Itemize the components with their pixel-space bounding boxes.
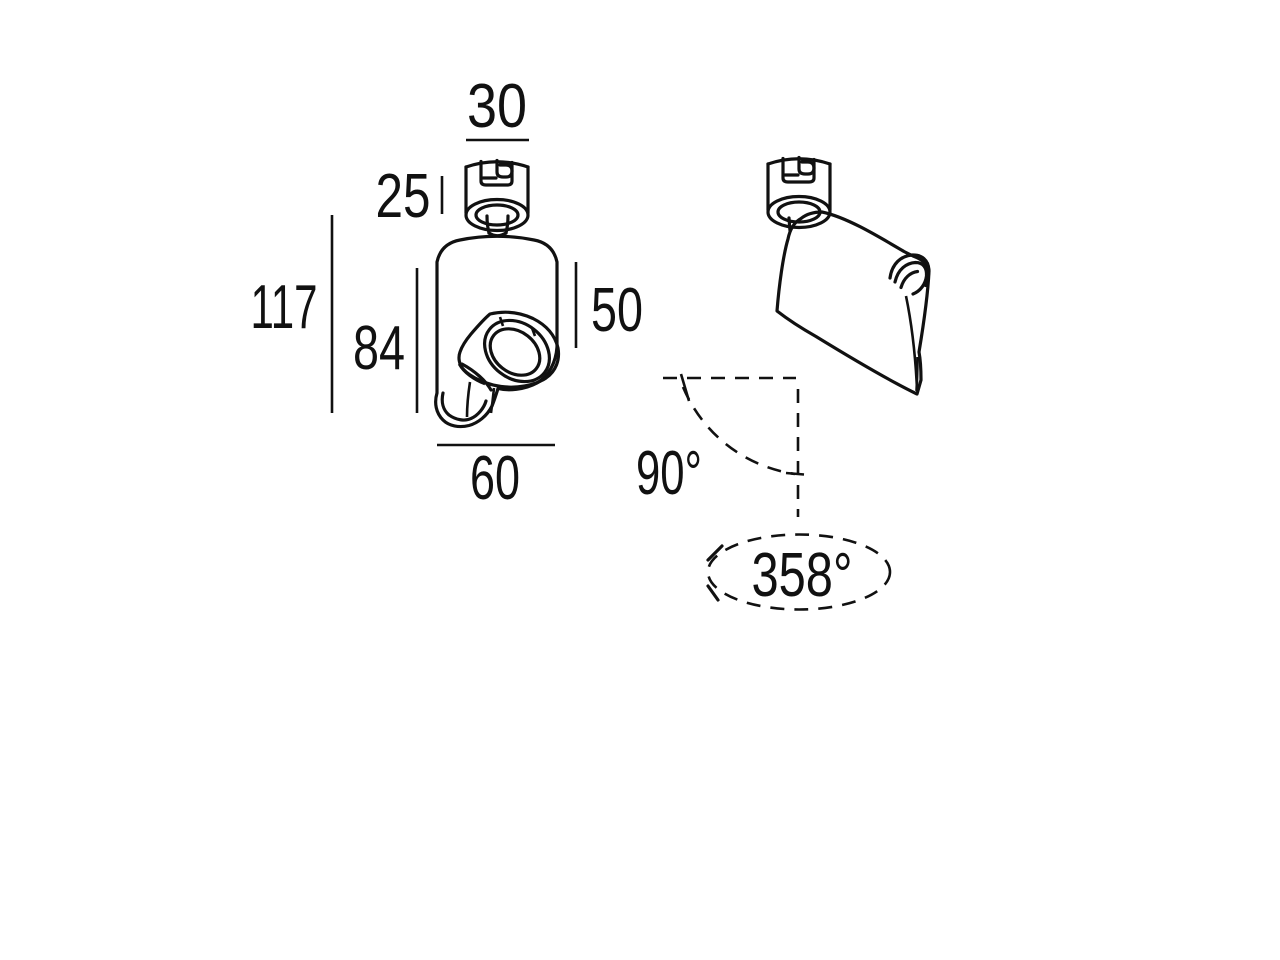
rotation-arrow-upper-barb <box>706 544 724 562</box>
lens-rim-step <box>457 363 486 386</box>
dim-adapter-height: 25 <box>376 162 444 231</box>
rotation-dashed-ellipse <box>706 533 892 611</box>
dim-adapter-height-label: 25 <box>376 162 431 231</box>
side-lens-arc-middle <box>893 260 929 296</box>
front-stem-cap <box>487 231 508 238</box>
dim-body-diameter: 60 <box>437 443 555 513</box>
dim-overall-height-label: 117 <box>251 273 318 342</box>
tilt-angle-label: 90° <box>636 439 702 508</box>
fixture-body-side <box>775 210 931 396</box>
lens-notch-left <box>498 316 505 327</box>
dim-adapter-width-label: 30 <box>467 72 527 141</box>
dim-overall-height: 117 <box>251 215 334 413</box>
tilt-angle-diagram: 90° <box>636 373 805 517</box>
tilt-arc-end-tick <box>785 471 805 476</box>
rotation-arrow-lower-barb <box>706 584 720 602</box>
body-side-crease <box>904 295 919 390</box>
tilt-arc-dashed <box>681 386 796 476</box>
dim-adapter-width: 30 <box>466 72 529 142</box>
tilt-arc-start-tick <box>679 373 691 402</box>
cut-rim <box>440 362 493 422</box>
lamp-barrel-left-edge <box>465 381 472 418</box>
side-lens-detail <box>888 253 931 296</box>
dim-head-height-label: 50 <box>591 276 643 345</box>
side-lens-arc-inner <box>899 269 920 290</box>
lamp-barrel-right-edge <box>489 387 496 414</box>
dim-body-height-label: 84 <box>353 314 405 383</box>
front-view: 30 25 117 84 50 60 <box>251 72 644 513</box>
lens-ring <box>457 310 561 418</box>
lens-ring-inner <box>488 327 542 377</box>
lens-notch-right <box>530 327 537 337</box>
lens-ring-middle <box>483 318 551 384</box>
dim-body-diameter-label: 60 <box>470 444 520 513</box>
lens-ring-outer <box>457 310 561 389</box>
dim-head-height: 50 <box>574 262 643 348</box>
rotation-angle-label: 358° <box>752 541 853 610</box>
cut-rim-inner <box>440 391 488 422</box>
side-view: 90° 358° <box>636 155 931 611</box>
side-lens-edge-thick <box>923 261 931 288</box>
cut-rim-top-edge <box>460 362 493 392</box>
dim-body-height: 84 <box>353 268 419 413</box>
rotation-angle-diagram: 358° <box>706 533 892 611</box>
